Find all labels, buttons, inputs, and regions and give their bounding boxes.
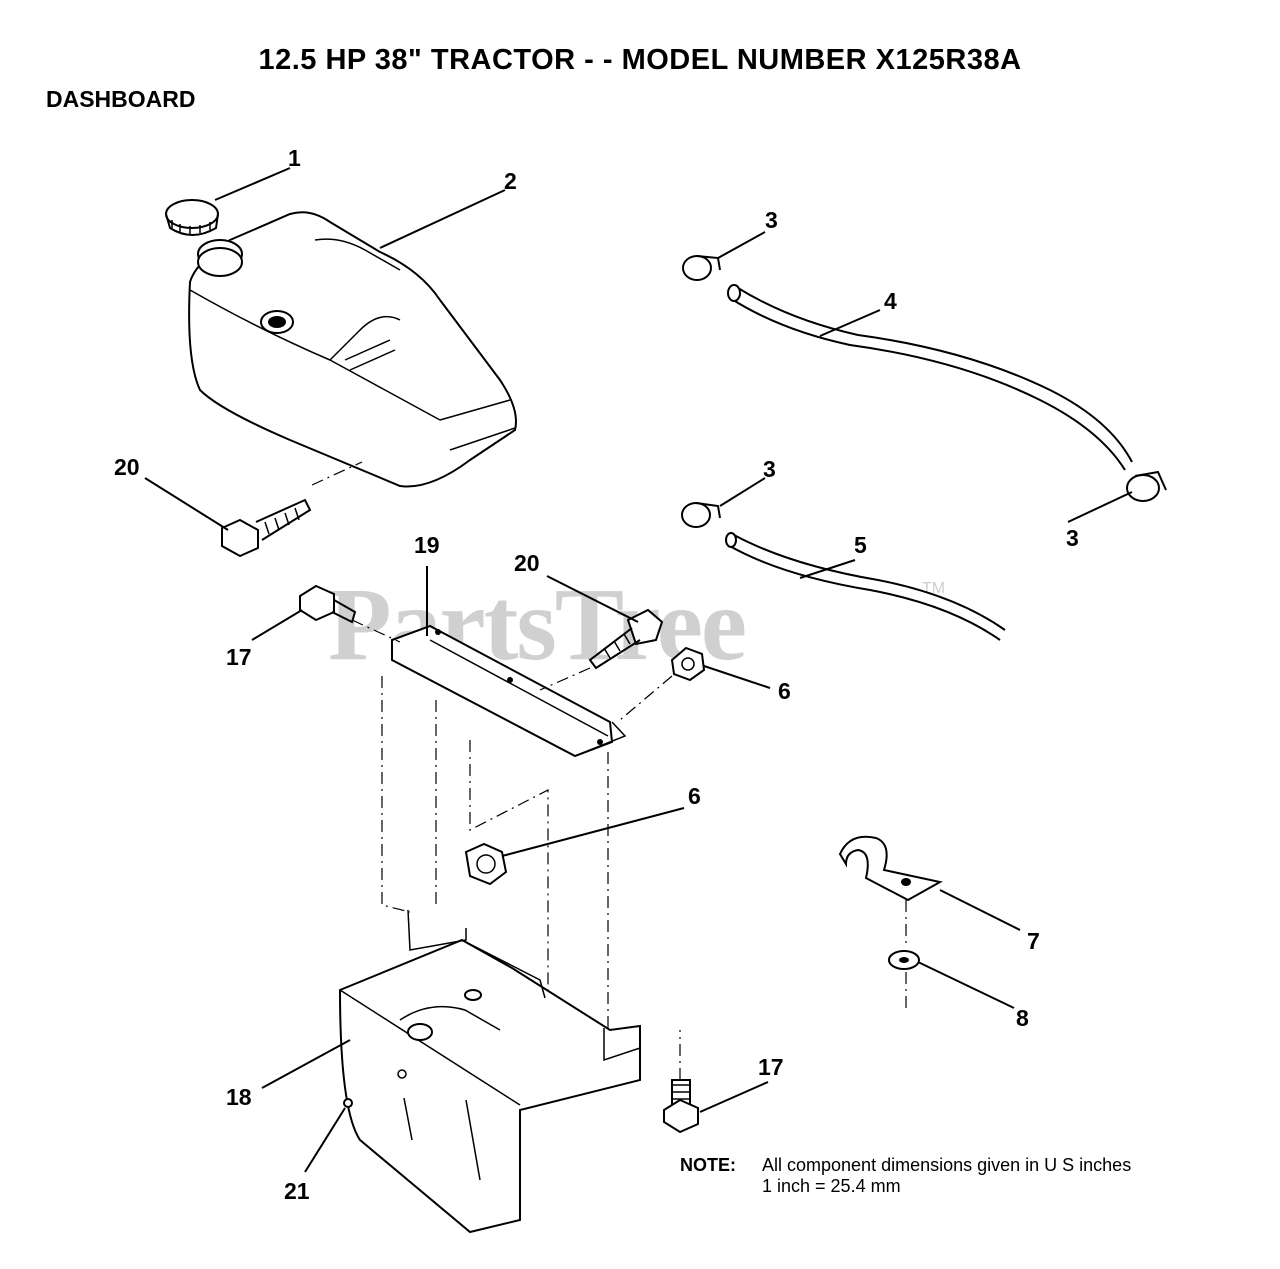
bolt-part-17-bottom: [663, 1079, 699, 1134]
bracket-part-19: [391, 624, 627, 758]
callout-3: 3: [1066, 525, 1079, 551]
callout-17: 17: [226, 644, 252, 670]
callout-18: 18: [226, 1084, 252, 1110]
callout-20: 20: [514, 550, 540, 576]
hose-clamp-part-top: [682, 255, 721, 281]
note-line-1: All component dimensions given in U S in…: [762, 1155, 1132, 1175]
hose-clamp-part-right: [1126, 470, 1167, 502]
callout-7: 7: [1027, 928, 1040, 954]
note-label: NOTE:: [680, 1155, 736, 1175]
fuel-hose-part-4: [727, 284, 1133, 471]
callout-17: 17: [758, 1054, 784, 1080]
callout-4: 4: [884, 288, 897, 314]
fuel-cap-part: [165, 199, 219, 236]
dash-panel-part-18: [338, 909, 641, 1234]
assembly-lines: [311, 461, 907, 1080]
callout-19: 19: [414, 532, 440, 558]
callout-5: 5: [854, 532, 867, 558]
callout-6: 6: [778, 678, 791, 704]
bolt-part-20-top: [221, 498, 312, 558]
page-title: 12.5 HP 38" TRACTOR - - MODEL NUMBER X12…: [258, 44, 1022, 76]
bolt-part-20-mid: [588, 608, 664, 670]
leader-lines: [144, 167, 1133, 1173]
nut-part-6-top: [670, 646, 706, 682]
callout-8: 8: [1016, 1005, 1029, 1031]
note-line-2: 1 inch = 25.4 mm: [762, 1175, 901, 1196]
clip-part-7: [838, 835, 943, 902]
washer-part-8: [888, 950, 920, 970]
bolt-part-17-top: [299, 584, 357, 624]
callout-2: 2: [504, 168, 517, 194]
fuel-hose-part-5: [725, 532, 1006, 641]
callout-3: 3: [765, 207, 778, 233]
callout-1: 1: [288, 145, 301, 171]
fuel-tank-part: [188, 211, 517, 488]
nut-part-6-bottom: [464, 842, 508, 886]
callout-21: 21: [284, 1178, 310, 1204]
dimension-note: NOTE: All component dimensions given in U…: [680, 1155, 1131, 1196]
section-title: DASHBOARD: [46, 86, 196, 112]
callout-3: 3: [763, 456, 776, 482]
hose-clamp-part-mid: [681, 502, 721, 528]
screw-part-21: [343, 1098, 353, 1108]
callout-20: 20: [114, 454, 140, 480]
callout-6: 6: [688, 783, 701, 809]
